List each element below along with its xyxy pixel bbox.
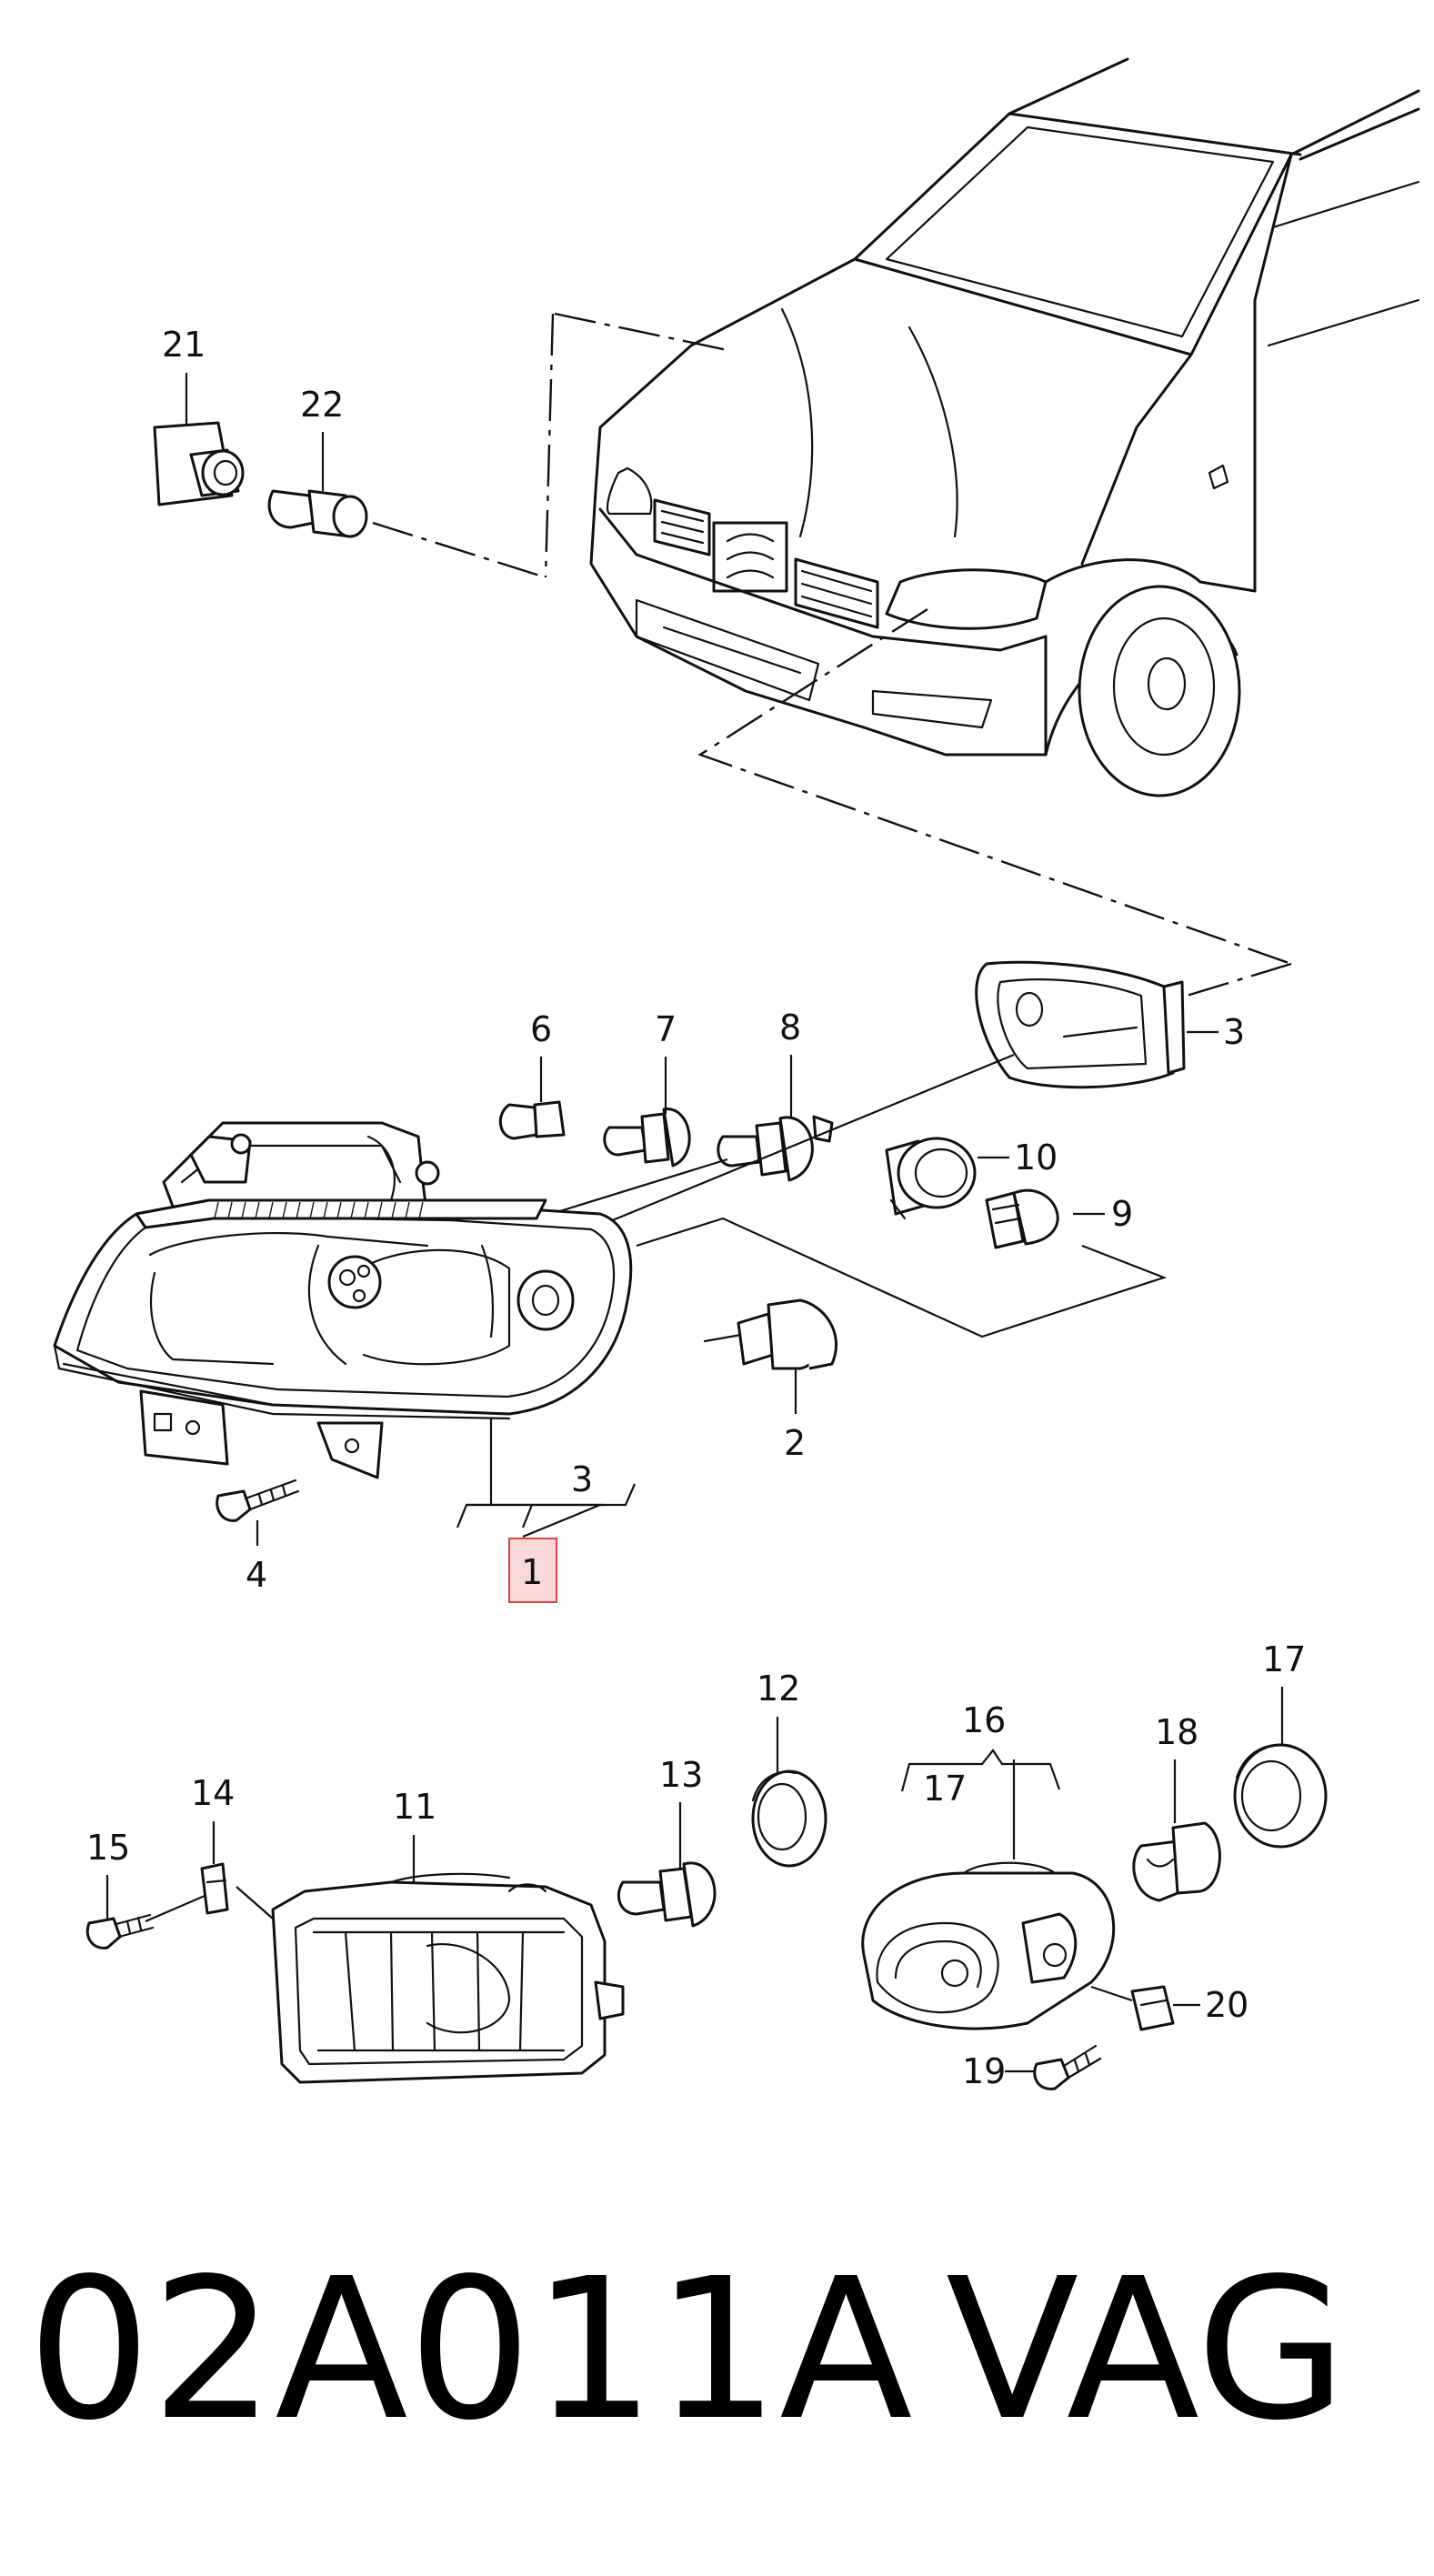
callout-21: 21 [162, 325, 206, 365]
callout-8: 8 [779, 1007, 801, 1047]
reference-lines [372, 312, 1292, 997]
callout-15: 15 [86, 1828, 130, 1868]
callout-12: 12 [757, 1669, 800, 1709]
corner-light-icon [975, 960, 1186, 1089]
callout-7: 7 [655, 1009, 677, 1049]
callout-2: 2 [784, 1423, 806, 1463]
callout-19: 19 [962, 2051, 1006, 2091]
screw-15-icon [85, 1913, 155, 1950]
seal-ring-17-icon [1233, 1743, 1328, 1849]
car-front-icon [589, 57, 1420, 797]
callout-9: 9 [1111, 1194, 1133, 1234]
bulb-9-icon [985, 1188, 1059, 1249]
seal-ring-12-icon [751, 1769, 827, 1868]
bulb-13-icon [617, 1861, 717, 1928]
bulb-2-icon [703, 1298, 837, 1370]
callout-1: 1 [521, 1552, 543, 1592]
headlight-housing-icon [53, 1121, 633, 1479]
callout-10: 10 [1014, 1138, 1058, 1178]
callout-1-highlight [508, 1538, 557, 1603]
callout-22: 22 [300, 385, 344, 425]
callout-17-bracket: 17 [923, 1769, 967, 1809]
clip-20-icon [1090, 1985, 1175, 2031]
clip-21-icon [153, 421, 245, 506]
bulb-6-icon [499, 1100, 566, 1140]
bulb-22-icon [267, 489, 368, 538]
callout-14: 14 [191, 1773, 235, 1813]
part-number: 02A011A [27, 2237, 913, 2463]
callout-17: 17 [1262, 1639, 1306, 1679]
socket-10-icon [885, 1137, 977, 1220]
fog-light-16-icon [861, 1861, 1116, 2030]
callout-16: 16 [962, 1700, 1006, 1740]
bulb-18-icon [1132, 1821, 1221, 1902]
callout-11: 11 [393, 1787, 436, 1827]
screw-4-icon [216, 1478, 300, 1522]
callout-20: 20 [1205, 1985, 1248, 2025]
bulb-7-icon [603, 1108, 691, 1168]
screw-19-icon [1033, 2044, 1102, 2090]
brand-name: VAG [946, 2237, 1348, 2463]
callout-4: 4 [246, 1555, 267, 1595]
fog-light-icon [271, 1872, 625, 2084]
callout-6: 6 [530, 1009, 552, 1049]
callout-3-corner: 3 [1223, 1012, 1245, 1052]
clip-14-icon [200, 1862, 229, 1915]
callout-13: 13 [659, 1755, 703, 1795]
callout-18: 18 [1155, 1712, 1198, 1752]
callout-3-group: 3 [571, 1459, 593, 1499]
